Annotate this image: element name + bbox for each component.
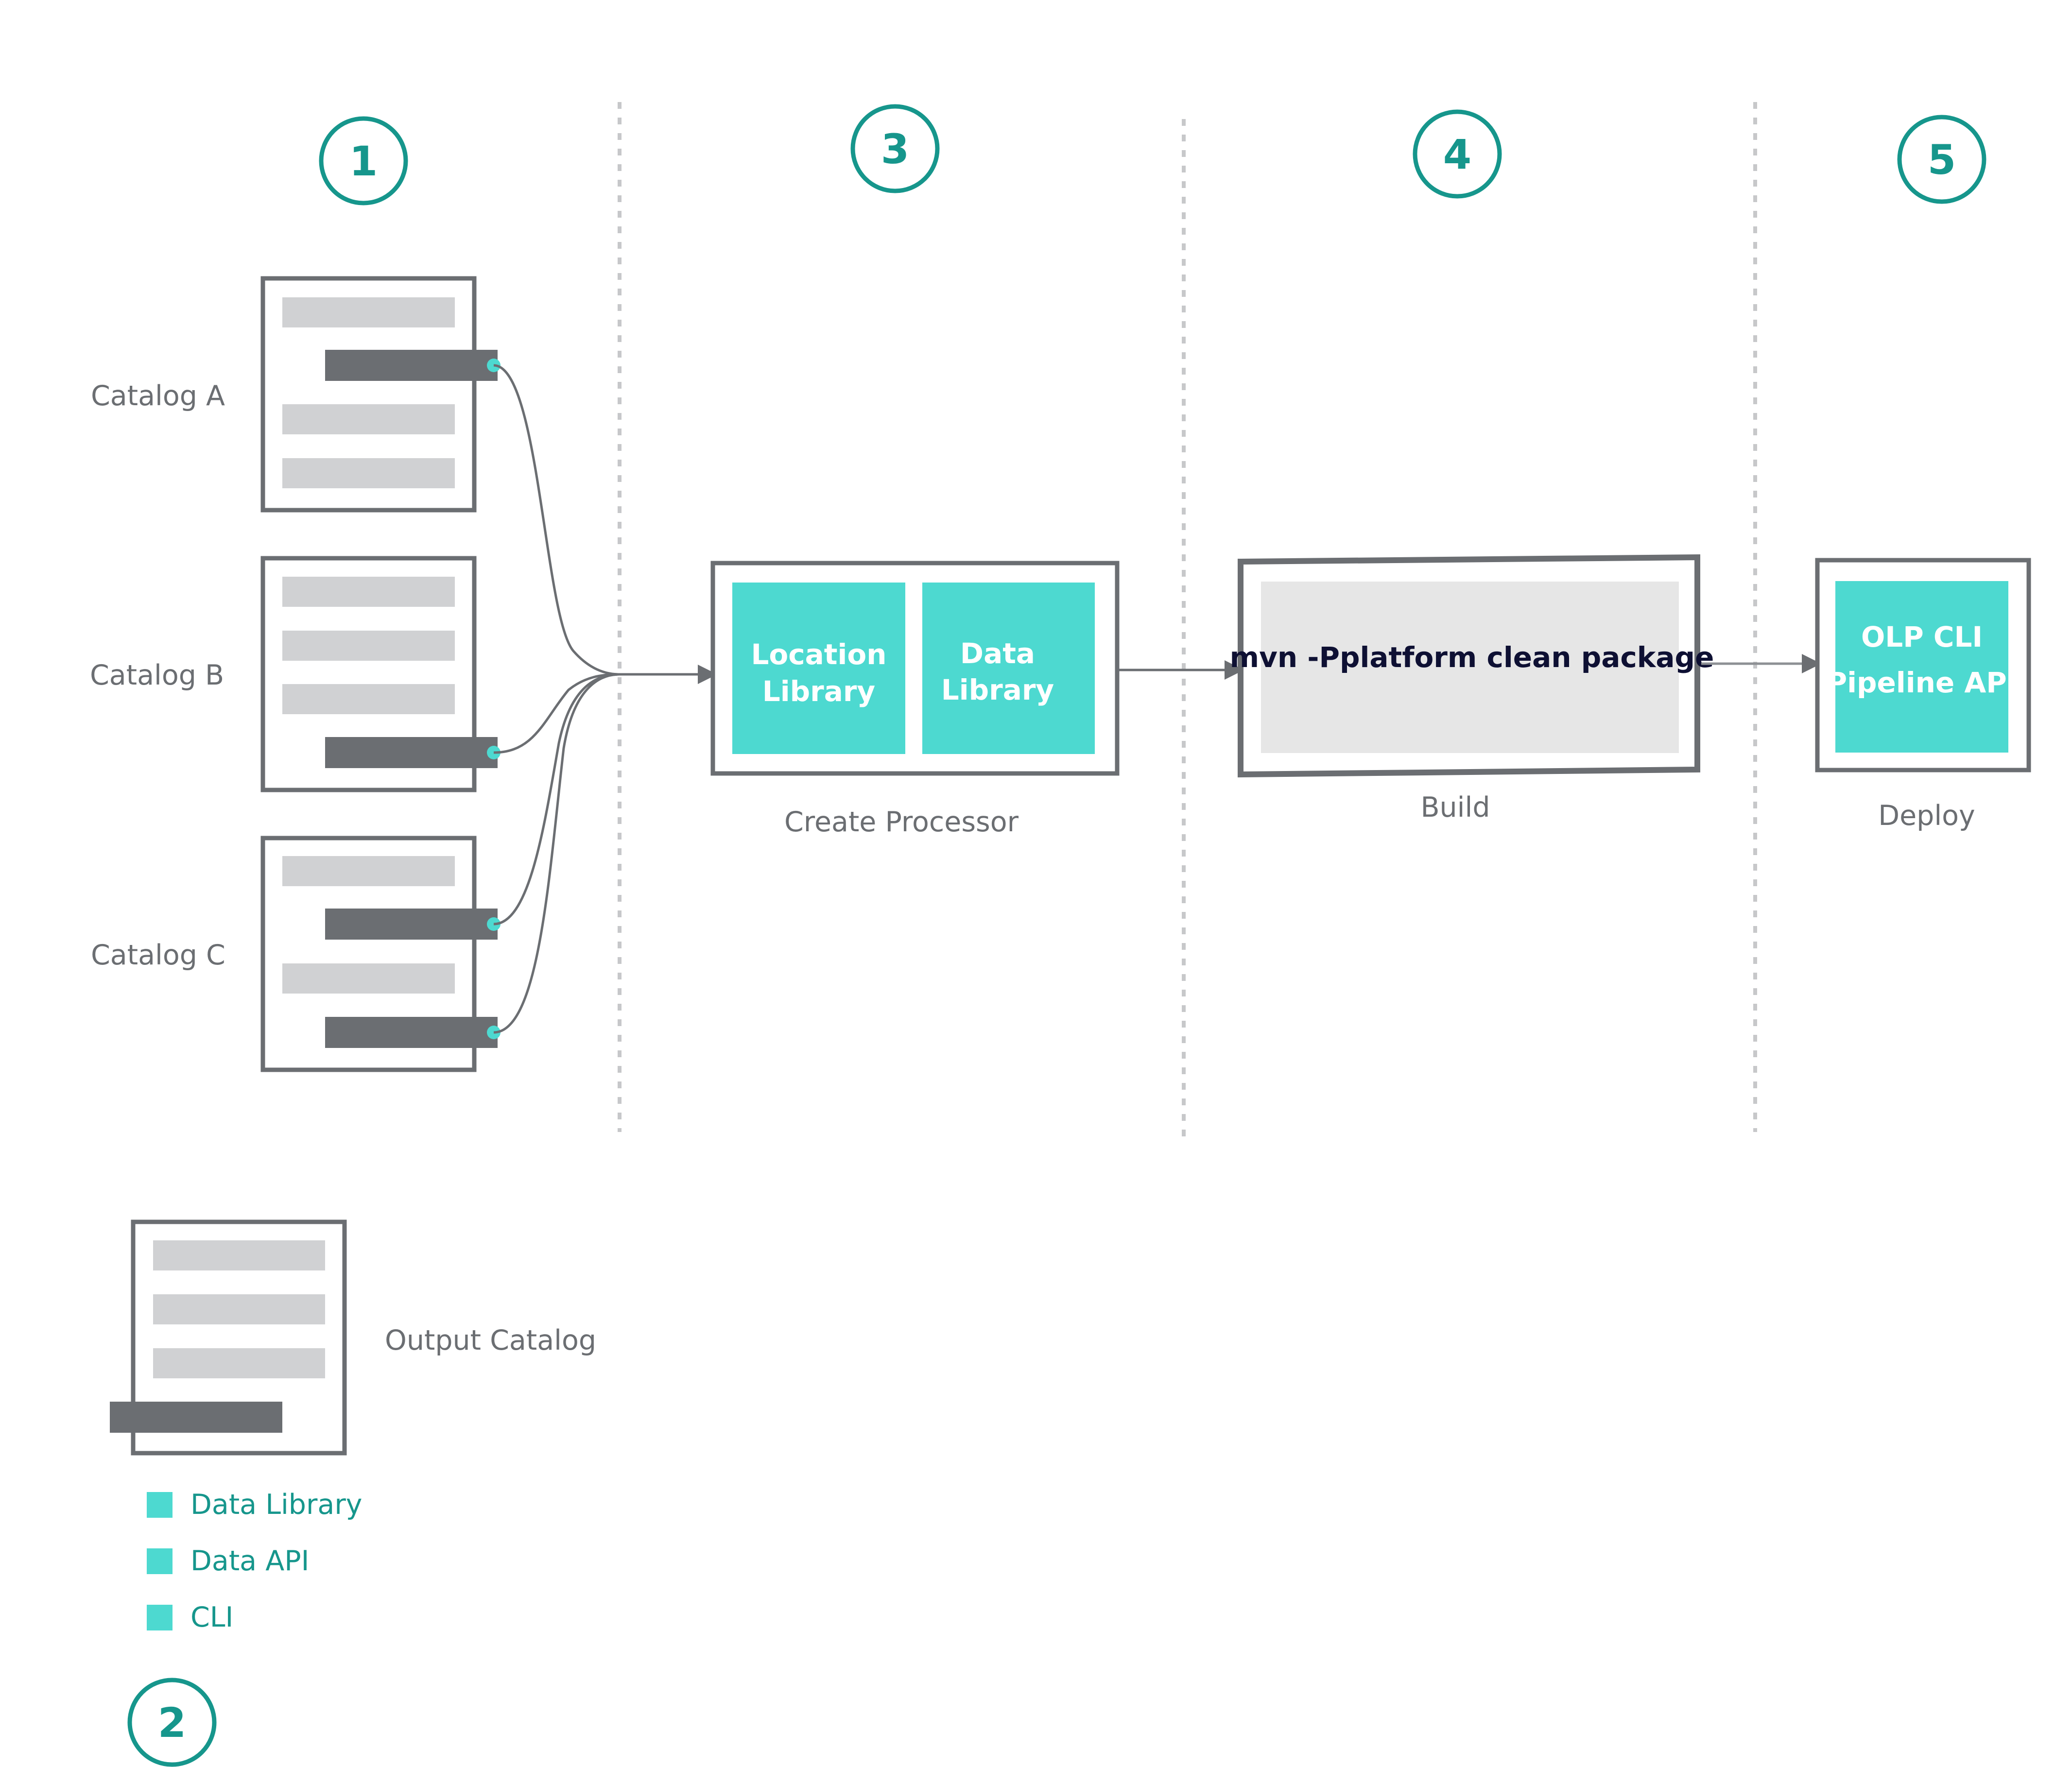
input-connectors [493,364,620,1034]
create-processor-box: Location Library Data Library [710,561,1120,776]
step-badge-1: 1 [319,116,408,206]
catalog-b-label: Catalog B [90,659,224,691]
output-catalog-document [110,1219,347,1456]
location-library-block [732,583,905,754]
legend-swatch [147,1605,173,1630]
layer-bar [325,1017,498,1048]
catalog-a-label: Catalog A [91,380,225,412]
location-library-label-line2: Library [762,675,876,708]
legend-swatch [147,1548,173,1574]
step-number: 5 [1928,136,1956,184]
step-badge-5: 5 [1897,115,1986,204]
data-library-label-line2: Library [941,673,1054,706]
deploy-box: OLP CLI Pipeline API [1815,558,2031,772]
legend-item-cli: CLI [190,1601,233,1633]
build-command: mvn -Pplatform clean package [1230,641,1714,674]
step-number: 3 [881,125,909,173]
legend: Data Library Data API CLI [147,1489,363,1633]
legend-item-data-library: Data Library [190,1489,363,1521]
catalog-c-document [260,836,501,1072]
step-badge-2: 2 [127,1678,217,1767]
legend-item-data-api: Data API [190,1545,309,1577]
legend-swatch [147,1492,173,1518]
step-number: 4 [1443,131,1471,178]
catalog-a-document [260,276,501,513]
step-badge-3: 3 [850,104,940,193]
step-number: 2 [158,1699,186,1747]
catalog-c-label: Catalog C [91,939,225,971]
output-catalog-label: Output Catalog [385,1324,596,1356]
build-box: mvn -Pplatform clean package [1230,554,1714,778]
layer-bar [325,737,498,768]
step-number: 1 [349,137,378,185]
deploy-line2: Pipeline API [1827,666,2018,699]
layer-bar [325,909,498,940]
deploy-caption: Deploy [1878,800,1975,832]
location-library-label-line1: Location [751,638,886,671]
catalog-b-document [260,556,501,792]
create-processor-caption: Create Processor [784,806,1019,838]
layer-bar [325,350,498,381]
step-badge-4: 4 [1413,109,1502,199]
data-library-block [922,583,1095,754]
build-caption: Build [1420,791,1490,823]
deploy-line1: OLP CLI [1861,620,1983,653]
data-library-label-line1: Data [960,637,1035,670]
